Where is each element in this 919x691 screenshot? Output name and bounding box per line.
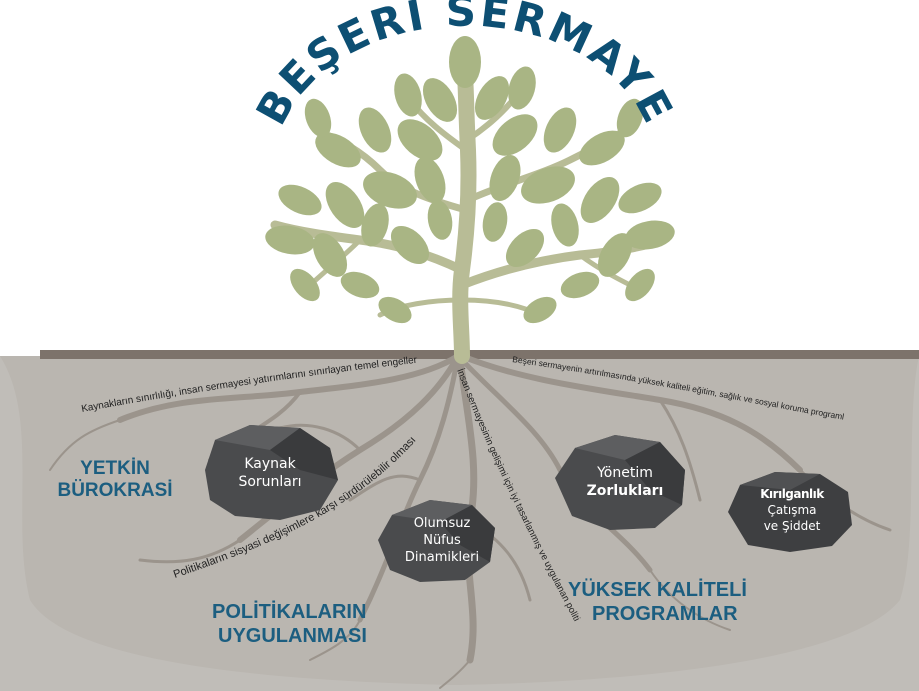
rock-olumsuz-line3: Dinamikleri [404,550,480,565]
rock-yonetim [555,435,685,530]
pillar-yuksek-line2: PROGRAMLAR [592,603,738,625]
pillar-politikalarin-line1: POLİTİKALARIN [212,601,367,623]
pillar-yuksek-line1: YÜKSEK KALİTELİ [568,579,747,601]
rock-yonetim-line1: Yönetim [597,465,653,481]
ground-line [40,350,919,359]
pillar-yetkin-line2: BÜROKRASİ [57,480,173,501]
rock-kaynak [205,425,338,520]
rock-olumsuz-line2: Nüfus [423,533,461,548]
pillar-politikalarin-line2: UYGULANMASI [218,625,367,647]
rock-kaynak-line1: Kaynak [244,456,296,472]
rock-kirilganlik-line2: Çatışma [767,503,817,517]
rock-yonetim-line2: Zorlukları [586,483,664,499]
pillar-politikalarin-uygulanmasi: POLİTİKALARIN UYGULANMASI [212,600,412,648]
pillar-yetkin-line1: YETKİN [80,458,150,479]
rock-olumsuz-line1: Olumsuz [413,516,471,531]
rock-kirilganlik-line3: ve Şiddet [763,519,821,533]
rock-label-yonetim: Yönetim Zorlukları [570,464,680,500]
rock-label-kirilganlik: Kırılganlık Çatışma ve Şiddet [742,486,842,534]
pillar-yuksek-kaliteli-programlar: YÜKSEK KALİTELİ PROGRAMLAR [568,578,778,626]
pillar-yetkin-burokrasi: YETKİN BÜROKRASİ [40,458,190,502]
rock-olumsuz [378,500,495,582]
rock-kaynak-line2: Sorunları [238,474,302,490]
rock-label-olumsuz: Olumsuz Nüfus Dinamikleri [392,515,492,566]
rock-label-kaynak: Kaynak Sorunları [218,455,322,491]
rock-kirilganlik [728,472,852,552]
rock-kirilganlik-line1: Kırılganlık [760,487,824,501]
tree-leaves [265,36,675,324]
